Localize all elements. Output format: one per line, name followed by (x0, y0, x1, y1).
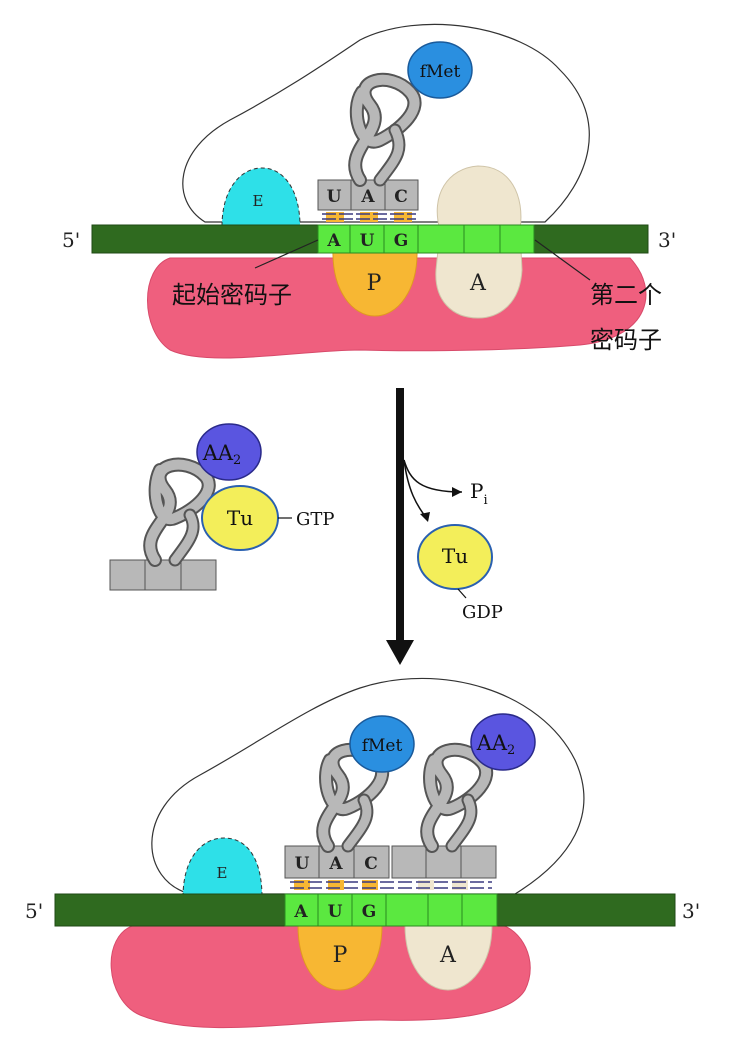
top-start-codon-label: 起始密码子 (172, 281, 292, 309)
released-tu-label: Tu (442, 544, 468, 568)
incoming-aa2-label: AA2 (202, 441, 242, 468)
middle-panel: Pi Tu GDP AA2 Tu GTP (109, 388, 503, 665)
top-start-codon-pointer (254, 239, 319, 269)
bottom-base-pairs (290, 880, 492, 890)
bottom-mrna-3-label: 3' (682, 899, 700, 923)
incoming-tu-label: Tu (227, 506, 253, 530)
bottom-site-p (297, 924, 383, 991)
bottom-site-p-label: P (333, 943, 348, 968)
incoming-trna-body (143, 457, 216, 567)
gdp-label: GDP (462, 602, 503, 623)
top-second-codon-label-line1: 第二个 (590, 281, 662, 309)
top-base-pairs (322, 212, 416, 222)
bottom-mrna-5-label: 5' (25, 899, 43, 923)
bottom-fmet-label: fMet (362, 736, 403, 756)
top-panel: E A P 5' 3' A U G (62, 23, 676, 359)
top-anticodon-3: C (394, 187, 408, 207)
bottom-anticodon-row-a (391, 845, 497, 879)
released-tu-ball (417, 524, 493, 590)
gtp-label: GTP (296, 509, 335, 530)
incoming-trna-base (109, 559, 217, 591)
main-arrow-shaft (396, 388, 404, 646)
top-fmet-ball (407, 41, 473, 99)
top-fmet-label: fMet (420, 62, 461, 82)
bottom-panel: E A P 5' 3' A U G (25, 677, 700, 1029)
bottom-site-e (182, 837, 263, 898)
pi-branch-arrow (403, 459, 463, 493)
top-mrna-3-label: 3' (658, 228, 676, 252)
gdp-connector (457, 588, 467, 599)
bottom-fmet-ball (349, 715, 415, 773)
bottom-codon-row: A U G (284, 893, 498, 927)
top-second-codon-label-line2: 密码子 (590, 326, 662, 354)
top-site-p (332, 249, 418, 317)
top-site-e-label: E (253, 192, 264, 210)
top-codon-2: U (360, 231, 375, 251)
bottom-aa2-ball (470, 713, 536, 771)
incoming-aa2-ball (196, 423, 262, 481)
top-codon-3: G (394, 231, 409, 251)
top-trna-body (348, 72, 422, 187)
bottom-site-a (404, 924, 493, 991)
bottom-anticodon-1: U (295, 854, 310, 874)
bottom-aa2-label: AA2 (476, 731, 516, 758)
bottom-anticodon-2: A (328, 854, 343, 874)
bottom-codon-2: U (328, 902, 343, 922)
bottom-codon-3: G (362, 902, 377, 922)
top-anticodon-row: U A C (317, 179, 419, 211)
top-codon-row: A U G (317, 224, 535, 254)
bottom-codon-1: A (293, 902, 308, 922)
top-anticodon-2: A (360, 187, 375, 207)
main-arrow-head (386, 640, 414, 665)
pi-label: Pi (470, 479, 488, 508)
top-site-a-label: A (469, 271, 487, 296)
top-mrna-5-label: 5' (62, 228, 80, 252)
bottom-anticodon-row-p: U A C (284, 845, 390, 879)
bottom-site-a-label: A (439, 943, 457, 968)
top-second-codon-pointer (534, 239, 591, 281)
top-anticodon-1: U (327, 187, 342, 207)
bottom-site-e-label: E (217, 864, 228, 882)
top-codon-1: A (326, 231, 341, 251)
bottom-anticodon-3: C (364, 854, 378, 874)
top-site-e (221, 167, 301, 227)
top-site-p-label: P (367, 271, 382, 296)
